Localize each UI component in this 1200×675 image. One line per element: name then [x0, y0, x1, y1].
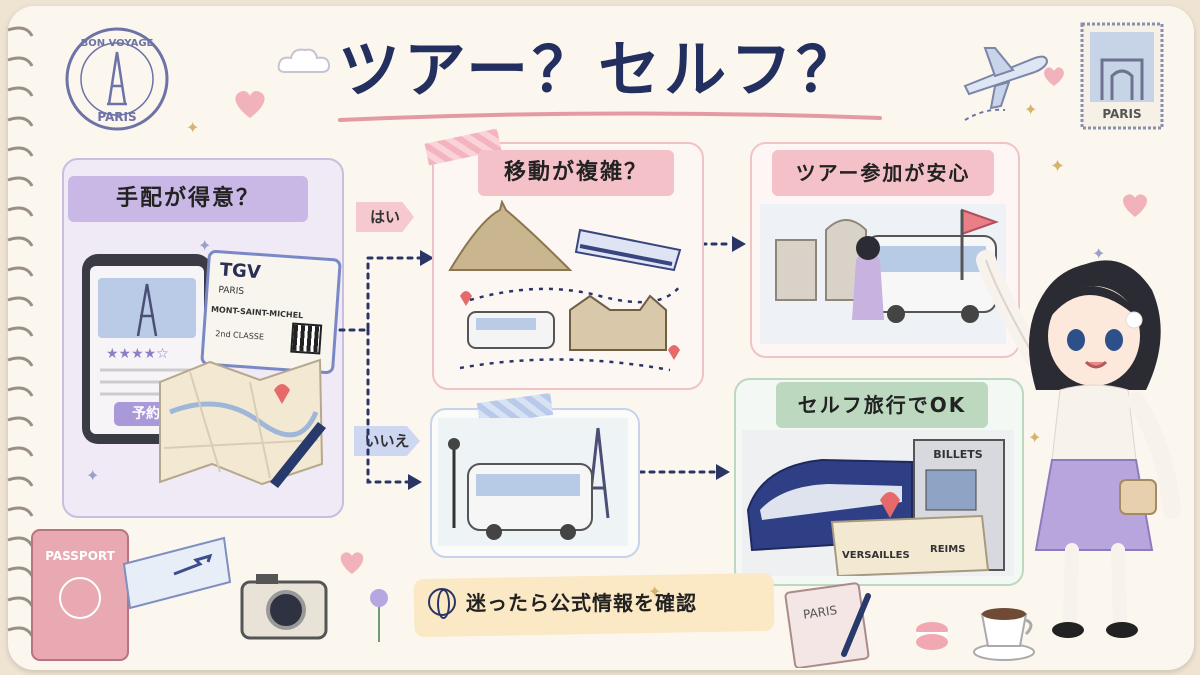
self-box-label: セルフ旅行でOK — [776, 382, 988, 428]
arrow-head-icon — [408, 474, 422, 490]
sparkle-icon: ✦ — [86, 466, 100, 485]
eiffel-tower-icon — [136, 283, 158, 337]
location-pin-icon — [460, 291, 472, 306]
camera-icon — [240, 574, 328, 640]
stamp-bottom-text: PARIS — [97, 110, 136, 124]
bus-scene-illustration — [438, 418, 628, 546]
sparkle-icon: ✦ — [648, 582, 662, 601]
arrow-head-icon — [420, 250, 434, 266]
globe-icon — [428, 588, 456, 619]
macaron-icon — [916, 622, 948, 650]
complex-route-illustration — [448, 200, 682, 372]
connector-no — [366, 328, 410, 484]
coffee-cup-icon — [973, 608, 1035, 661]
sparkle-icon: ✦ — [186, 118, 200, 137]
bottom-note-label: 迷ったら公式情報を確認 — [466, 591, 697, 615]
cloud-icon — [277, 48, 331, 73]
start-box-label: 手配が得意？ — [68, 176, 308, 222]
rating-stars-icon: ★★★★☆ — [106, 346, 169, 362]
spiral-rings — [7, 26, 34, 637]
branch-no-tag: いいえ — [354, 426, 420, 456]
map-label-versailles: VERSAILLES — [842, 550, 910, 561]
notebook-sketch: PARIS — [784, 582, 871, 668]
sparkle-icon: ✦ — [198, 236, 212, 255]
flower-hair-clip-icon — [1125, 311, 1143, 329]
title-underline — [338, 111, 882, 122]
tour-box-label: ツアー参加が安心 — [772, 150, 994, 196]
eiffel-tower-icon — [107, 51, 127, 106]
location-pin-icon — [880, 492, 900, 518]
sparkle-icon: ✦ — [1028, 428, 1042, 447]
airplane-icon — [173, 553, 213, 576]
map-illustration — [159, 358, 326, 488]
building-icon — [775, 219, 867, 301]
pen-icon — [270, 422, 326, 488]
passport-illustration: PASSPORT — [31, 529, 232, 661]
sparkle-icon: ✦ — [1092, 244, 1106, 263]
map-icon — [830, 514, 990, 576]
ticket-machine-label: BILLETS — [933, 448, 983, 461]
postage-stamp: PARIS — [1080, 22, 1164, 130]
page-title: ツアー？セルフ？ — [337, 33, 863, 106]
mont-saint-michel-icon — [448, 200, 573, 271]
arrow-head-icon — [732, 236, 746, 252]
location-pin-icon — [274, 384, 290, 404]
flower-icon — [370, 589, 388, 642]
branch-yes-tag: はい — [356, 202, 414, 232]
heart-icon — [1044, 67, 1064, 86]
pen-icon — [841, 593, 871, 657]
stamp-top-text: BON VOYAGE — [81, 38, 154, 49]
chateau-icon — [569, 294, 667, 351]
bus-icon — [467, 463, 593, 531]
postage-stamp-label: PARIS — [1102, 107, 1141, 121]
connector-yes — [338, 256, 422, 332]
globe-icon — [59, 577, 101, 619]
self-travel-illustration: BILLETS VERSAILLES REIMS — [742, 430, 1014, 576]
arrow-head-icon — [716, 464, 730, 480]
airplane-icon — [963, 47, 1049, 121]
sparkle-icon: ✦ — [1024, 100, 1038, 119]
girl-character-illustration — [976, 250, 1181, 638]
traveler-icon — [852, 250, 884, 320]
heart-icon — [1123, 194, 1147, 217]
heart-icon — [235, 90, 265, 118]
map-label-reims: REIMS — [930, 544, 965, 555]
heart-icon — [340, 552, 364, 574]
tour-scene-illustration — [760, 204, 1006, 344]
sparkle-icon: ✦ — [1050, 156, 1066, 177]
shoulder-bag-icon — [1119, 479, 1157, 515]
notebook-sketch-label: PARIS — [802, 603, 838, 622]
location-pin-icon — [668, 345, 680, 360]
complex-box-label: 移動が複雑？ — [478, 150, 674, 196]
passport-label: PASSPORT — [45, 549, 115, 563]
bon-voyage-stamp: BON VOYAGE PARIS — [65, 27, 169, 131]
